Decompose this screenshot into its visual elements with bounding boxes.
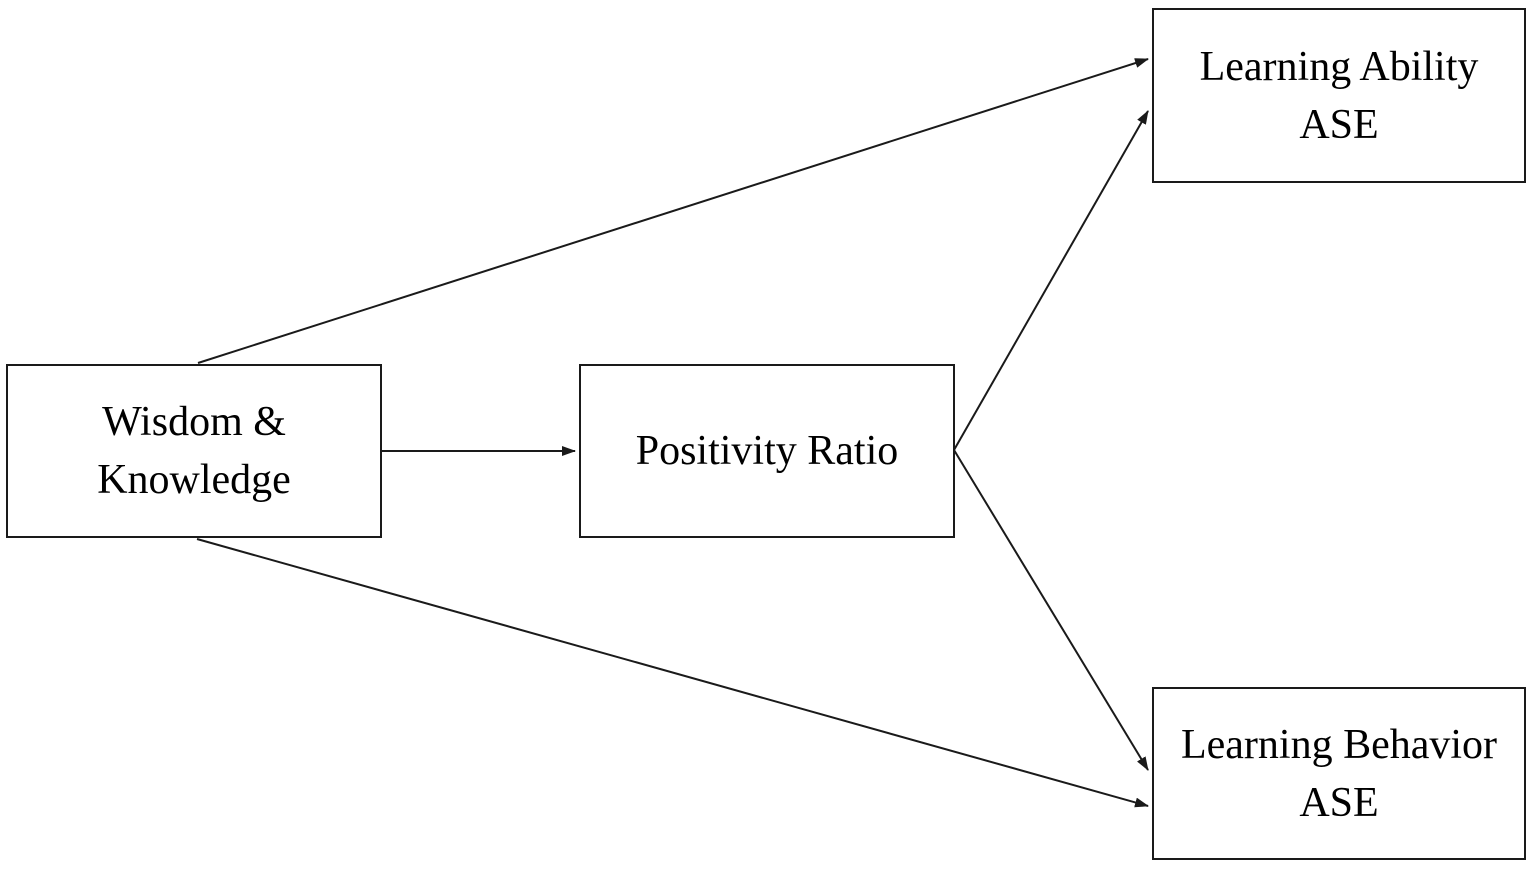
node-learning-behavior-ase-label: Learning Behavior ASE (1180, 721, 1498, 826)
node-positivity-ratio-label: Positivity Ratio (635, 428, 899, 474)
node-learning-behavior-ase: Learning Behavior ASE (1152, 687, 1526, 860)
arrow-positivity-to-behavior (953, 449, 1149, 771)
node-learning-ability-ase: Learning Ability ASE (1152, 8, 1526, 183)
arrow-positivity-to-ability (953, 110, 1149, 451)
arrow-wisdom-to-behavior (196, 538, 1149, 808)
arrow-wisdom-to-ability (197, 58, 1149, 364)
node-wisdom-knowledge: Wisdom & Knowledge (6, 364, 382, 538)
node-learning-ability-ase-label: Learning Ability ASE (1199, 43, 1479, 148)
node-wisdom-knowledge-label: Wisdom & Knowledge (97, 399, 291, 503)
node-positivity-ratio: Positivity Ratio (579, 364, 955, 538)
